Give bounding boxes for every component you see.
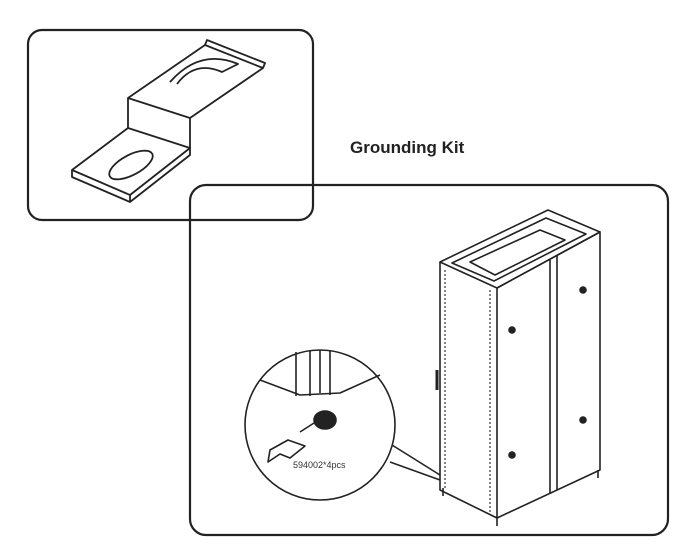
bracket-detail-box (26, 28, 315, 222)
server-cabinet-icon (435, 209, 601, 526)
part-number-label: 594002*4pcs (293, 460, 346, 470)
diagram-title: Grounding Kit (350, 138, 465, 157)
magnified-foot-detail (244, 349, 441, 501)
grounding-bracket-icon (71, 39, 266, 203)
cabinet-view-box (188, 183, 670, 537)
